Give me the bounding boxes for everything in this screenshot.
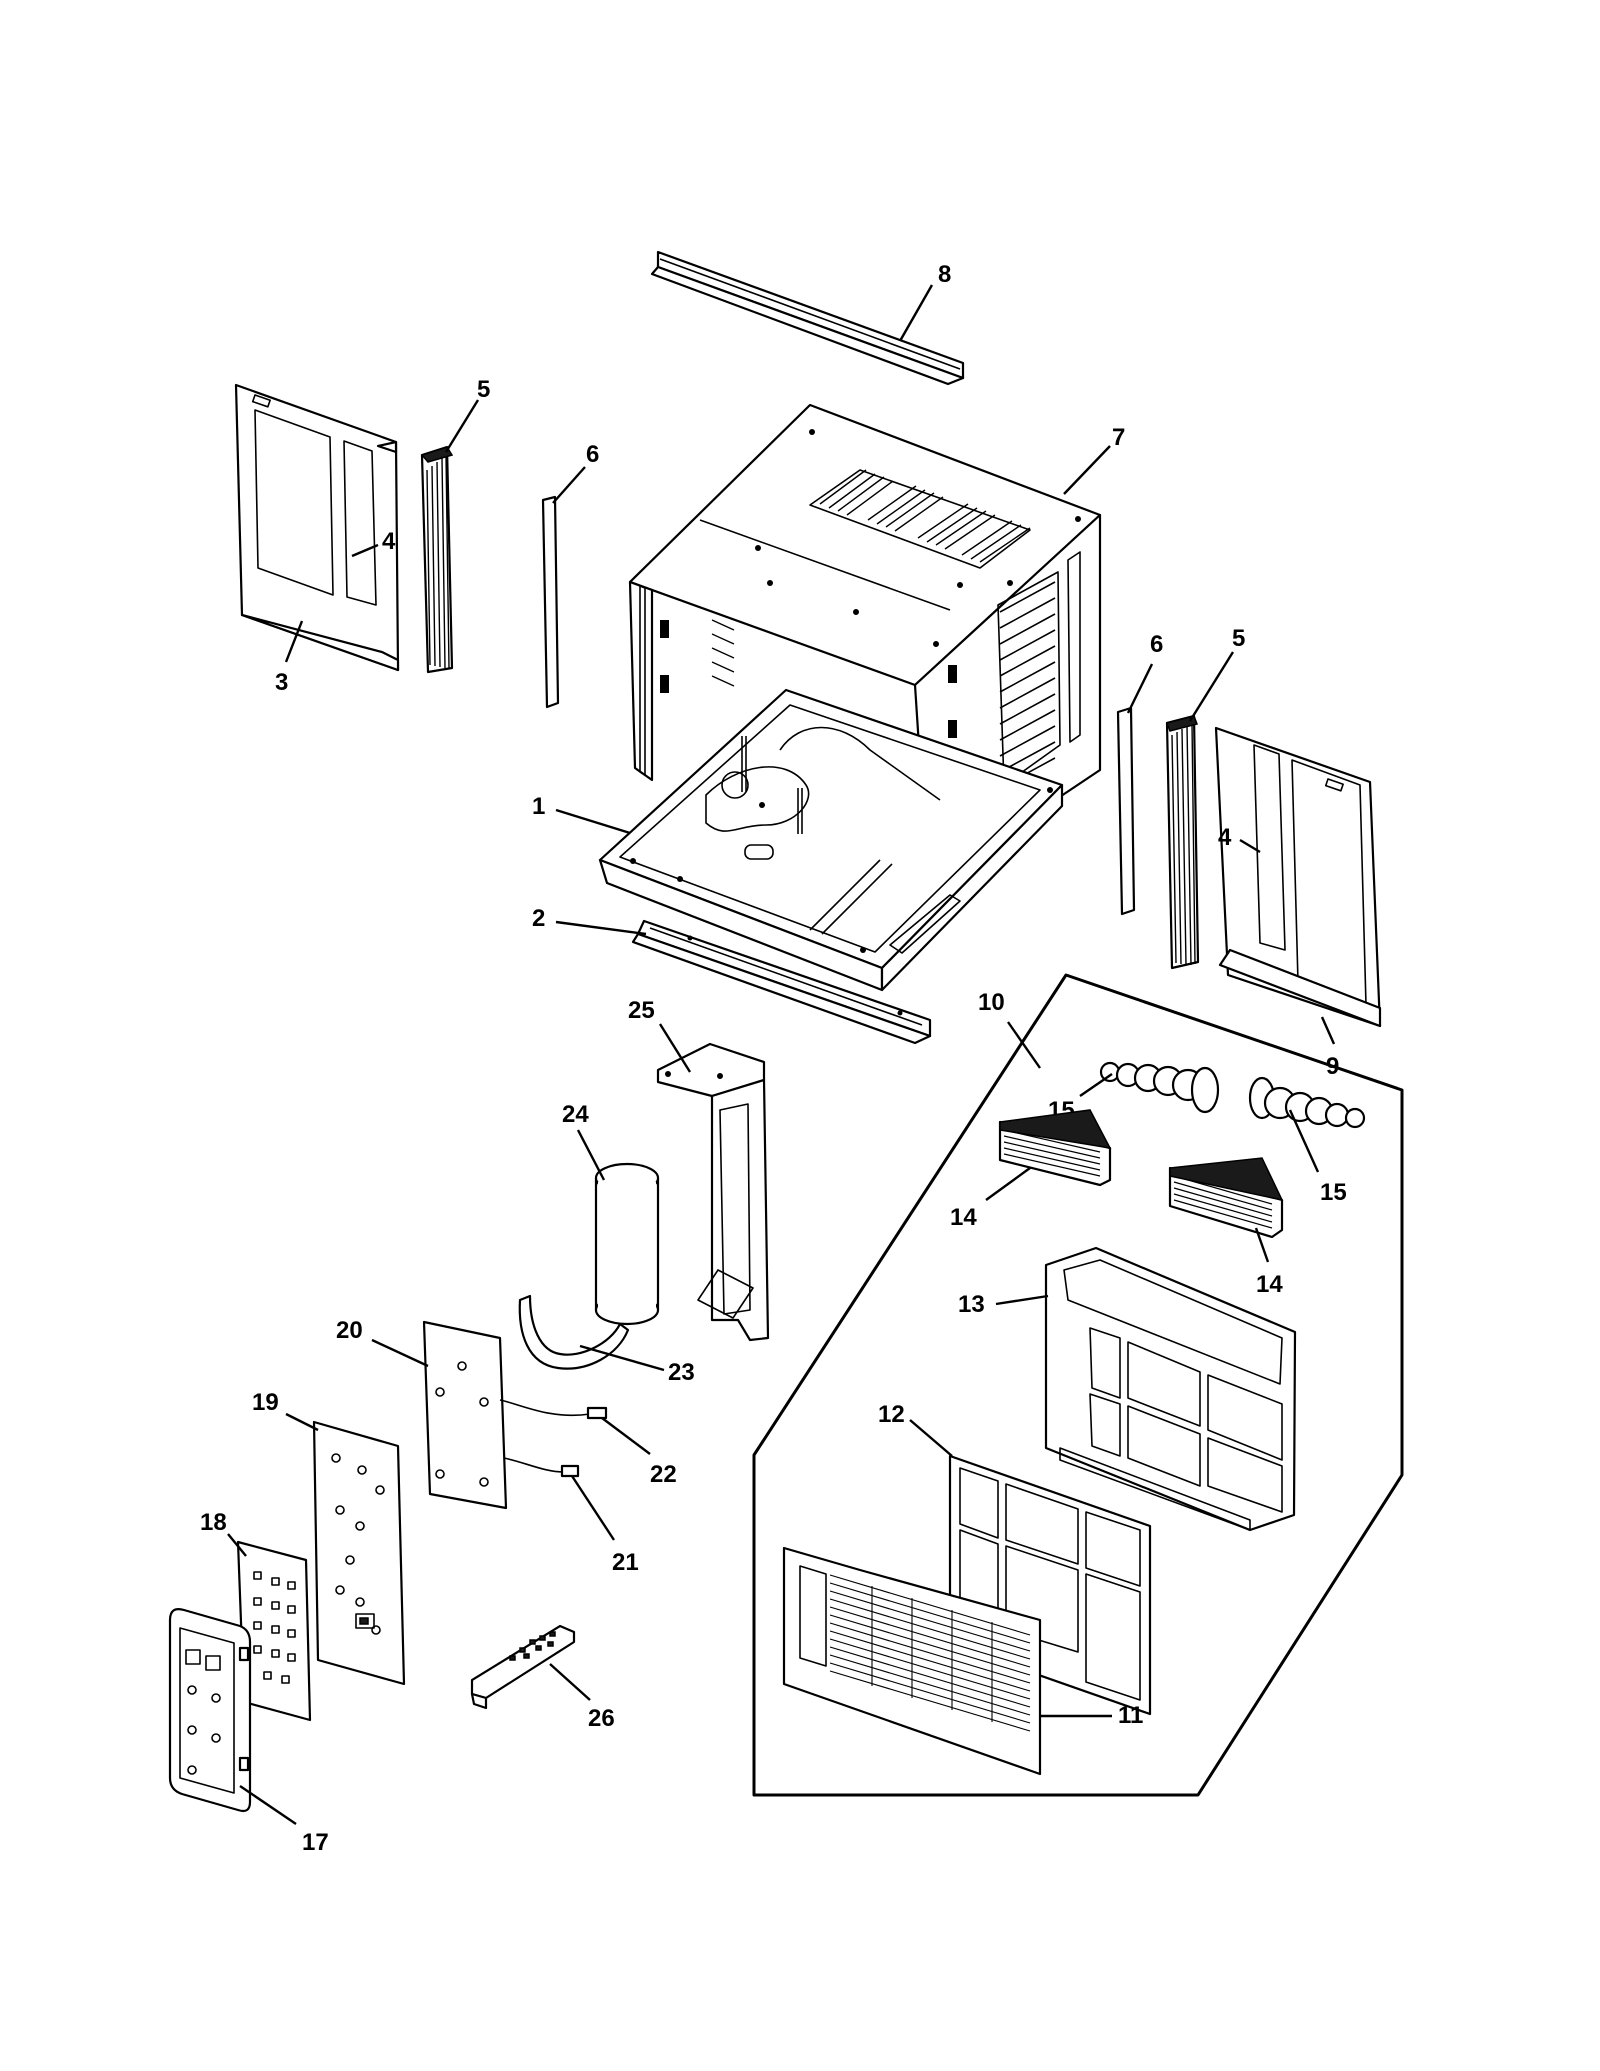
leader-23 [579, 1344, 665, 1372]
callout-19: 19 [252, 1389, 279, 1416]
callout-15-right: 15 [1320, 1179, 1347, 1206]
part-25-bracket [656, 1042, 770, 1342]
part-5-right-foam-seal [1165, 714, 1200, 970]
callout-7: 7 [1112, 424, 1125, 451]
part-13-front-panel [1044, 1246, 1297, 1532]
callout-22: 22 [650, 1461, 677, 1488]
part-17-control-housing [168, 1608, 252, 1813]
callout-14-right: 14 [1256, 1271, 1283, 1298]
part-6-left-strip [541, 495, 560, 709]
callout-4-left: 4 [382, 528, 396, 555]
leader-14-left [985, 1167, 1031, 1201]
part-19-control-board [312, 1420, 406, 1686]
leader-13 [995, 1294, 1049, 1306]
callout-8: 8 [938, 261, 951, 288]
leader-10 [1007, 1021, 1041, 1069]
part-20-board [422, 1320, 608, 1510]
leader-6-right [1126, 663, 1154, 714]
part-11-grille [782, 1546, 1042, 1776]
callout-6-right: 6 [1150, 631, 1163, 658]
callout-1: 1 [532, 793, 545, 820]
leader-4-right [1239, 838, 1261, 854]
leader-2 [555, 920, 647, 936]
callout-25: 25 [628, 997, 655, 1024]
callout-3: 3 [275, 669, 288, 696]
leader-26 [549, 1663, 591, 1701]
part-3-left-window-panel [234, 383, 400, 672]
leader-19 [285, 1412, 319, 1432]
leader-17 [239, 1785, 297, 1825]
leader-6-left [552, 466, 586, 504]
callout-11: 11 [1118, 1702, 1143, 1729]
callout-14-left: 14 [950, 1204, 977, 1231]
part-14-vane-left [998, 1109, 1112, 1187]
callout-26: 26 [588, 1705, 615, 1732]
callout-10: 10 [978, 989, 1005, 1016]
part-14-vane-right [1168, 1157, 1284, 1239]
part-10-front-kit-outline [752, 973, 1404, 1797]
callout-12: 12 [878, 1401, 905, 1428]
callout-18: 18 [200, 1509, 227, 1536]
leader-1 [555, 808, 631, 835]
part-1-base-pan [598, 688, 1064, 992]
callout-13: 13 [958, 1291, 985, 1318]
leader-5-right [1188, 651, 1235, 722]
leader-21 [570, 1475, 616, 1541]
part-23-strap [518, 1294, 630, 1370]
leader-15-left [1079, 1073, 1113, 1097]
leader-9 [1320, 1016, 1336, 1045]
part-8-top-rail [650, 250, 965, 386]
callout-4-right: 4 [1218, 824, 1232, 851]
leader-4-left [351, 543, 379, 558]
leader-18 [227, 1533, 247, 1557]
leader-8 [898, 284, 934, 342]
part-15-louver-assembly-left [1099, 1061, 1220, 1114]
part-9-right-window-panel [1214, 726, 1382, 1028]
leader-25 [658, 1023, 692, 1073]
part-5-left-foam-seal [420, 445, 454, 674]
leader-3 [284, 620, 304, 663]
callout-5-left: 5 [477, 376, 490, 403]
leader-22 [601, 1417, 651, 1455]
leader-5-left [444, 399, 480, 453]
part-15-louver-assembly-right [1248, 1076, 1366, 1129]
callout-24: 24 [562, 1101, 589, 1128]
part-2-bottom-rail [631, 919, 932, 1045]
part-26-remote-control [470, 1624, 576, 1710]
callout-2: 2 [532, 905, 545, 932]
callout-5-right: 5 [1232, 625, 1245, 652]
leader-24 [576, 1129, 606, 1181]
callout-23: 23 [668, 1359, 695, 1386]
callout-20: 20 [336, 1317, 363, 1344]
leader-20 [371, 1338, 429, 1368]
callout-6-left: 6 [586, 441, 599, 468]
leader-14-right [1254, 1227, 1270, 1263]
leader-15-right [1288, 1109, 1320, 1173]
part-6-right-strip [1116, 706, 1136, 916]
part-24-capacitor [594, 1162, 660, 1326]
callout-17: 17 [302, 1829, 329, 1856]
callout-21: 21 [612, 1549, 639, 1576]
leader-7 [1063, 445, 1111, 495]
leader-12 [909, 1419, 953, 1457]
